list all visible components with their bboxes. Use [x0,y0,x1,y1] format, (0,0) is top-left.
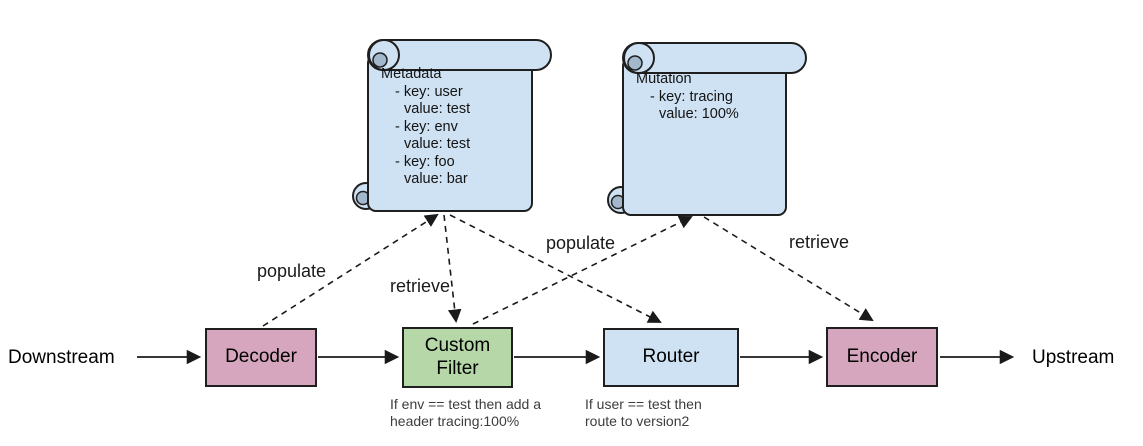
dashed-arrows [262,213,874,327]
custom-filter-note: If env == test then add a header tracing… [390,396,541,429]
router-note: If user == test then route to version2 [585,396,702,429]
metadata-scroll-shape [352,39,552,212]
node-router-label: Router [642,346,700,368]
metadata-scroll-top-curl-core [372,52,388,68]
metadata-title: Metadata [381,66,442,82]
edge-label-retrieve-right: retrieve [789,232,850,252]
dashed-arrow-filter-populate-mutation [472,215,693,325]
edge-label-populate-left: populate [257,261,327,281]
upstream-label: Upstream [1032,347,1115,368]
metadata-line: value: test [404,101,471,117]
metadata-line: - key: foo [395,153,455,170]
mutation-line: value: 100% [659,106,739,122]
mutation-scroll-top-curl-core [627,55,643,71]
edge-label-populate-right: populate [546,233,616,253]
metadata-line: value: test [404,136,471,152]
downstream-label: Downstream [8,347,115,368]
node-decoder-label: Decoder [225,346,297,368]
mutation-scroll-text: Mutation - key: tracing value: 100% [636,71,739,124]
dashed-arrow-decoder-populate-metadata [262,213,439,327]
mutation-scroll-shape [607,42,807,216]
metadata-line: - key: user [395,83,463,100]
metadata-line: value: bar [404,171,468,187]
mutation-line: - key: tracing [650,88,733,105]
node-router: Router [603,328,739,387]
node-custom-filter: Custom Filter [402,327,513,388]
node-custom-filter-label: Custom Filter [424,334,491,379]
node-decoder: Decoder [205,328,317,387]
metadata-line: - key: env [395,118,458,135]
mutation-title: Mutation [636,71,692,87]
dashed-arrow-metadata-retrieve-filter [443,214,462,324]
dashed-arrow-metadata-to-router [449,214,662,323]
node-encoder-label: Encoder [846,345,918,367]
metadata-scroll-text: Metadata - key: user value: test - key: … [381,66,470,189]
edge-label-retrieve-left: retrieve [390,276,451,296]
node-encoder: Encoder [826,327,938,387]
